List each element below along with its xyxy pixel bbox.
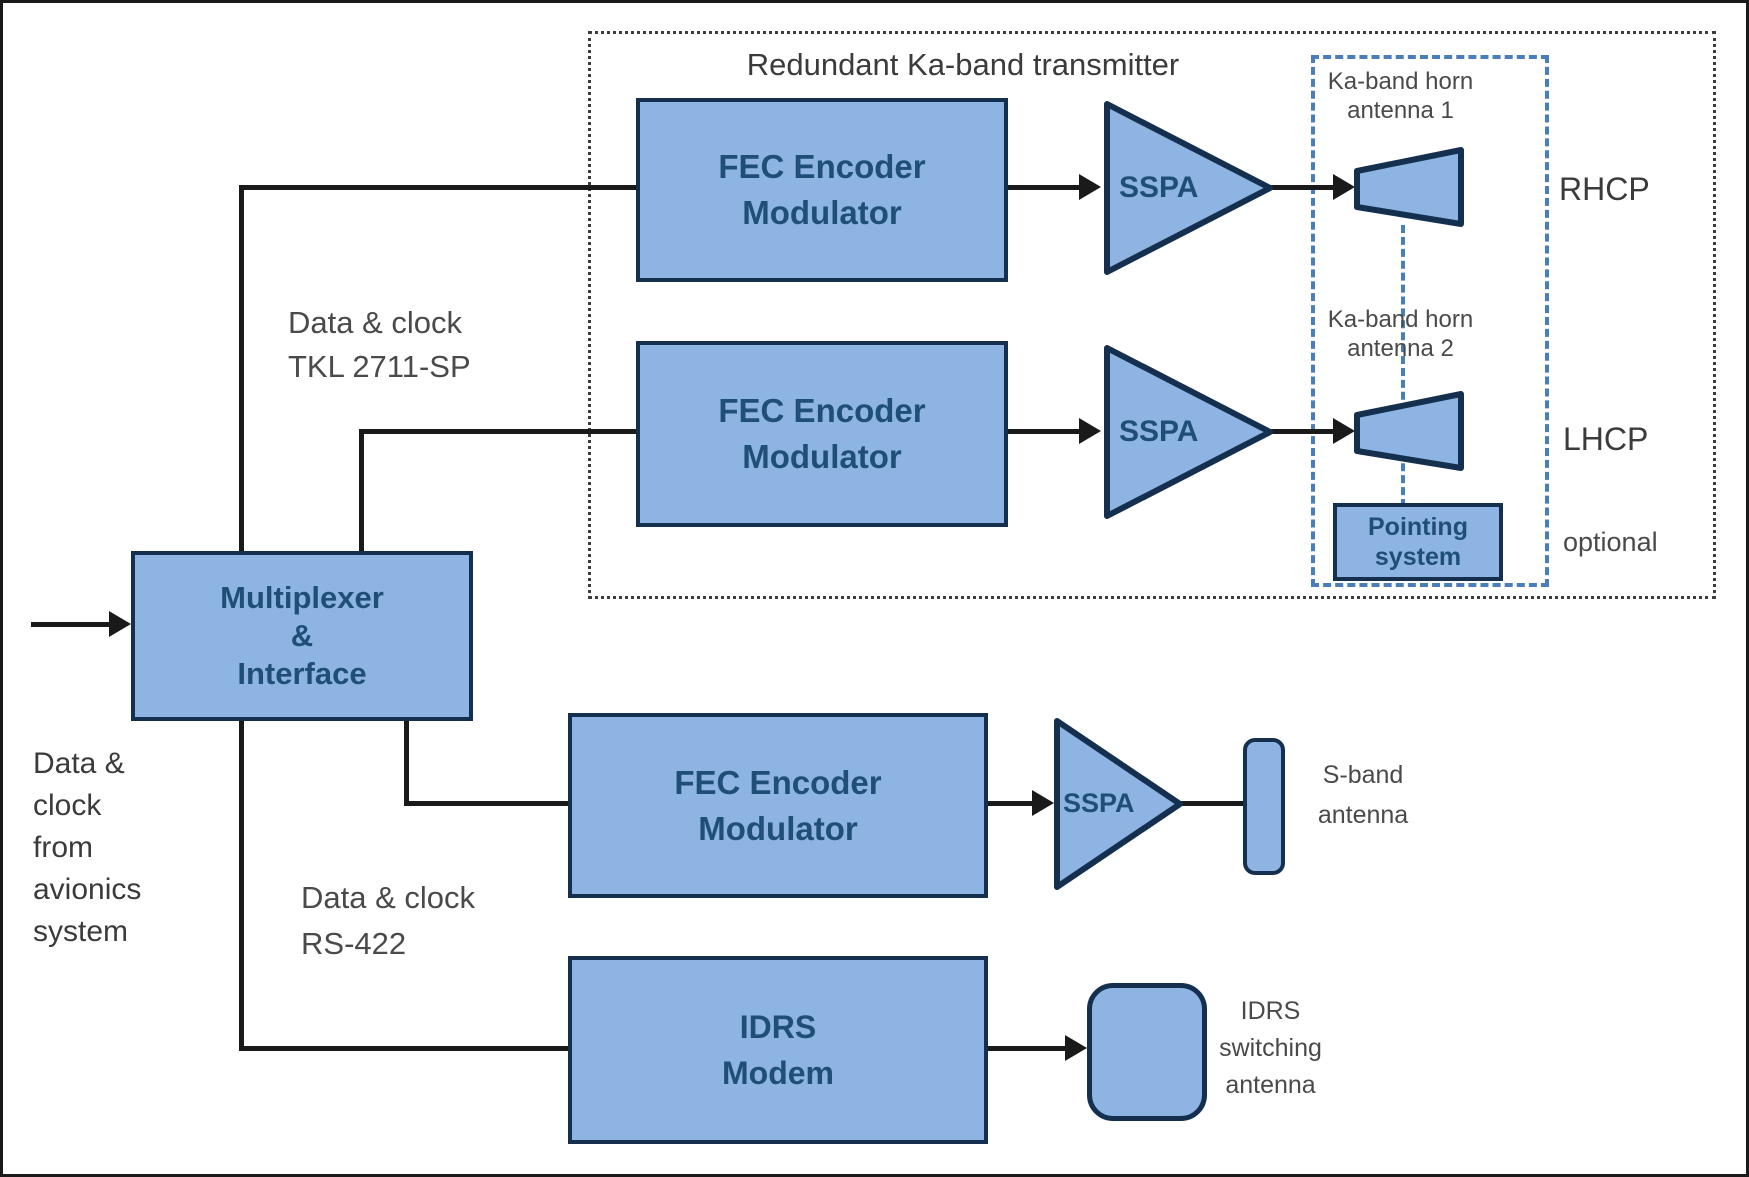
fec-encoder-modulator-2-block: FEC Encoder Modulator: [636, 341, 1008, 527]
mux-to-idrs-vline: [239, 719, 244, 1050]
multiplexer-interface-block: Multiplexer & Interface: [131, 551, 473, 721]
fec3-label-line1: FEC Encoder: [674, 763, 882, 801]
mux-to-fec1-vline: [239, 185, 244, 553]
idrs-switching-antenna-label: IDRS switching antenna: [1219, 997, 1322, 1099]
sspa-2-label: SSPA: [1119, 415, 1199, 448]
antenna-pointing-dashed-line: [1401, 225, 1405, 507]
s-band-antenna-label: S-band antenna: [1317, 761, 1409, 829]
avionics-input-arrowhead: [109, 611, 131, 637]
diagram-title: Redundant Ka-band transmitter: [746, 47, 1180, 82]
sspa1-to-horn1-line: [1271, 185, 1335, 190]
fec1-to-sspa1-arrowhead: [1079, 174, 1101, 200]
avionics-input-line: [31, 622, 111, 627]
data-clock-tkl-label: Data & clock TKL 2711-SP: [288, 305, 471, 384]
fec2-label-line1: FEC Encoder: [718, 392, 926, 429]
optional-label: optional: [1563, 527, 1658, 557]
multiplexer-label-line1: Multiplexer: [220, 580, 384, 615]
fec1-label-line2: Modulator: [742, 194, 902, 231]
mux-to-fec2-vline: [359, 429, 364, 553]
pointing-system-block: Pointing system: [1333, 503, 1503, 581]
multiplexer-label-line3: Interface: [237, 656, 367, 691]
avionics-input-label: Data & clock from avionics system: [33, 747, 142, 948]
data-clock-rs422-label: Data & clock RS-422: [301, 880, 476, 961]
lhcp-label: LHCP: [1563, 421, 1649, 457]
sspa-2-amplifier-shape: [1103, 343, 1275, 521]
fec3-to-sspa3-arrowhead: [1032, 790, 1054, 816]
sspa2-to-horn2-line: [1271, 429, 1335, 434]
s-band-antenna-shape: [1243, 738, 1285, 875]
fec3-label-line2: Modulator: [698, 809, 858, 847]
ka-band-horn-antenna-2-shape: [1353, 389, 1465, 473]
redundant-ka-band-transmitter-group-box: [588, 31, 1716, 599]
idrs-to-antenna-arrowhead: [1065, 1035, 1087, 1061]
sspa-3-label: SSPA: [1063, 788, 1135, 818]
fec2-to-sspa2-line: [1006, 429, 1081, 434]
idrs-switching-antenna-shape: [1087, 983, 1207, 1121]
sspa3-to-sband-line: [1179, 801, 1247, 806]
sspa2-to-horn2-arrowhead: [1333, 418, 1355, 444]
idrs-to-antenna-line: [988, 1046, 1067, 1051]
idrs-modem-label-line2: Modem: [722, 1055, 834, 1091]
rhcp-label: RHCP: [1559, 171, 1650, 207]
sspa-1-amplifier-shape: [1103, 99, 1275, 277]
sspa1-to-horn1-arrowhead: [1333, 174, 1355, 200]
ka-band-horn-antenna-1-shape: [1353, 145, 1465, 229]
idrs-modem-block: IDRS Modem: [568, 956, 988, 1144]
ka-band-antenna-group-box: [1311, 55, 1549, 587]
sspa-3-amplifier-shape: [1053, 716, 1185, 892]
pointing-label-line1: Pointing: [1368, 513, 1468, 541]
horn-antenna-1-label: Ka-band horn antenna 1: [1327, 68, 1474, 124]
fec3-to-sspa3-line: [988, 801, 1034, 806]
fec1-to-sspa1-line: [1006, 185, 1081, 190]
fec2-to-sspa2-arrowhead: [1079, 418, 1101, 444]
horn-antenna-2-label: Ka-band horn antenna 2: [1327, 306, 1474, 362]
pointing-label-line2: system: [1374, 543, 1462, 571]
mux-to-fec3-vline: [404, 719, 409, 805]
fec-encoder-modulator-3-block: FEC Encoder Modulator: [568, 713, 988, 898]
mux-to-fec3-hline: [404, 801, 570, 806]
fec2-label-line2: Modulator: [742, 438, 902, 475]
multiplexer-label-line2: &: [290, 618, 314, 653]
fec1-label-line1: FEC Encoder: [718, 148, 926, 185]
mux-to-fec2-hline: [359, 429, 636, 434]
fec-encoder-modulator-1-block: FEC Encoder Modulator: [636, 98, 1008, 282]
mux-to-fec1-hline: [239, 185, 636, 190]
mux-to-idrs-hline: [239, 1046, 570, 1051]
sspa-1-label: SSPA: [1119, 171, 1199, 204]
idrs-modem-label-line1: IDRS: [739, 1009, 817, 1045]
